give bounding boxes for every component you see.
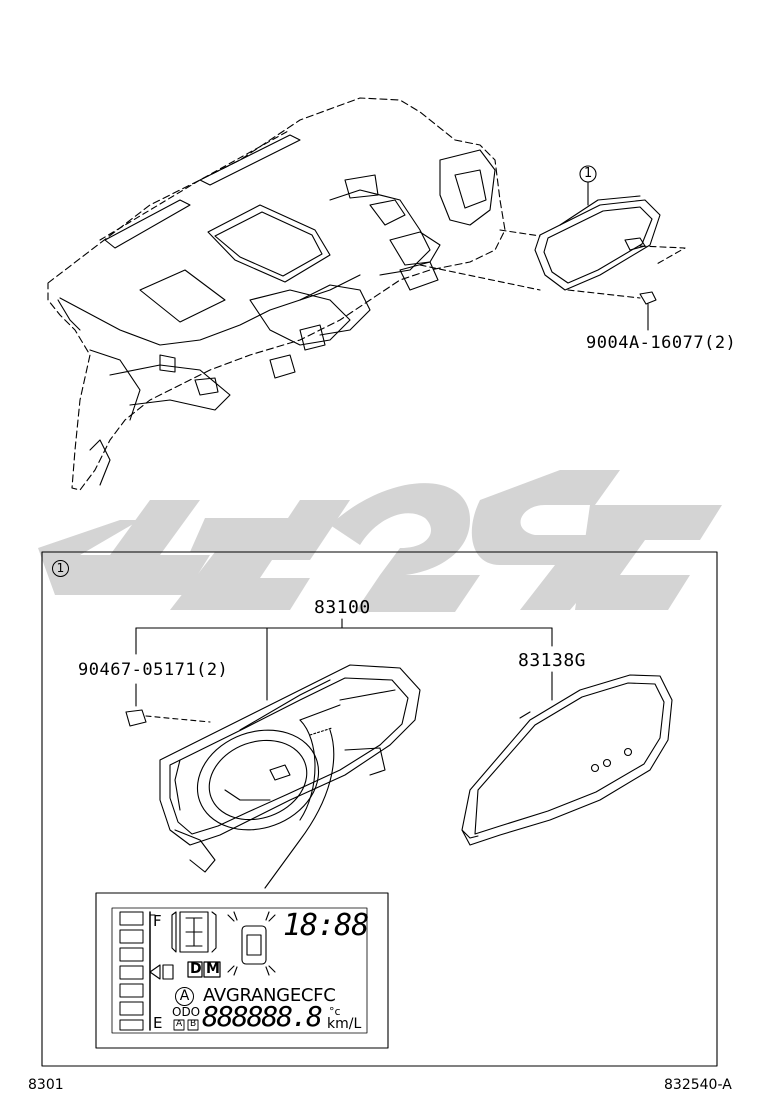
watermark-logo <box>38 470 722 612</box>
detail-box-frame <box>41 551 718 1067</box>
bolt-part-number: 9004A-16077(2) <box>586 333 737 353</box>
mode-m-indicator: M <box>206 961 220 977</box>
instrument-panel-drawing <box>47 97 506 491</box>
meter-assembly-drawing <box>159 664 421 889</box>
fuel-unit: km/L <box>327 1016 362 1032</box>
combination-meter-top-drawing <box>419 181 686 331</box>
modes-row: AVGRANGECFC <box>203 985 336 1006</box>
fuel-full-mark: F <box>153 912 162 930</box>
circled-a-indicator: A <box>175 987 194 1006</box>
trip-b-label: B <box>190 1019 197 1029</box>
glass-part-number: 83138G <box>518 650 587 671</box>
footer-left-code: 8301 <box>28 1077 64 1093</box>
detail-box-callout: 1 <box>52 560 69 577</box>
meter-assembly-part-number: 83100 <box>314 597 371 618</box>
meter-glass-drawing <box>461 674 673 846</box>
clock-display: 18:88 <box>283 908 369 943</box>
callout-number-top: 1 <box>584 166 593 181</box>
odo-label: ODO <box>172 1005 201 1019</box>
leader-lines <box>135 618 553 707</box>
lcd-panel-drawing <box>95 892 389 1049</box>
clip-part-number: 90467-05171(2) <box>78 660 229 680</box>
odometer-digits: 888888.8 <box>202 1000 323 1033</box>
clip-drawing <box>125 709 211 727</box>
temp-unit: °c <box>329 1005 341 1018</box>
fuel-gauge-bars <box>119 911 144 1031</box>
trip-a-label: A <box>176 1019 183 1029</box>
mode-d-indicator: D <box>190 961 202 977</box>
callout-circle-top <box>579 165 597 183</box>
fuel-empty-mark: E <box>153 1014 163 1032</box>
footer-right-code: 832540-A <box>664 1077 732 1093</box>
